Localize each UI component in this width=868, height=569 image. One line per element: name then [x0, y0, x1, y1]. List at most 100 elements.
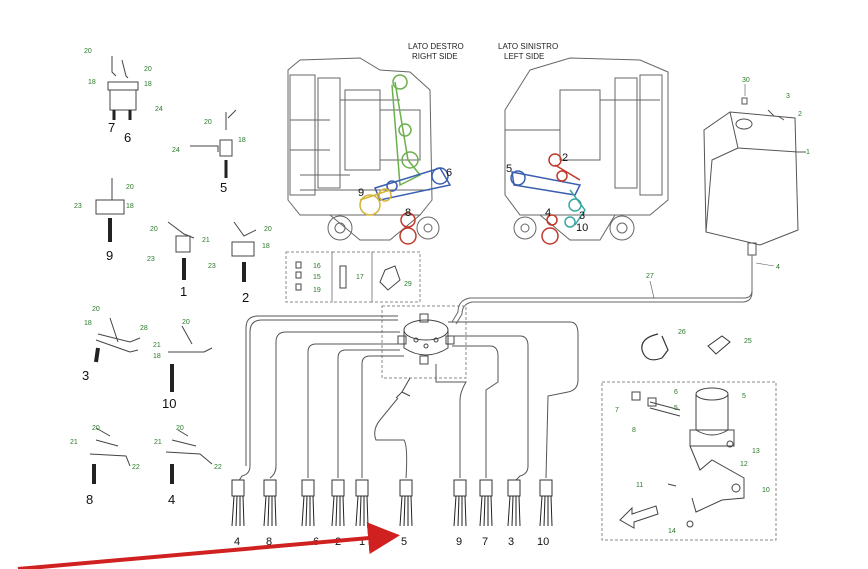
belt-yellow-right: [359, 188, 392, 216]
belt-teal-left: [564, 189, 586, 228]
outlet-label-4: 4: [234, 536, 240, 548]
distributor-dashed-box: [381, 305, 467, 379]
small-parts-box-b: [331, 251, 373, 303]
callout-20-h: 20: [182, 319, 190, 326]
callout-24-a: 24: [155, 106, 163, 113]
outlet-label-3: 3: [508, 536, 514, 548]
callout-2-tank: 2: [798, 111, 802, 118]
callout-22-b: 22: [214, 464, 222, 471]
callout-21-a: 21: [202, 237, 210, 244]
brush-1: [355, 479, 369, 527]
callout-23-c: 23: [208, 263, 216, 270]
outlet-label-10: 10: [537, 536, 549, 548]
group-1: 1: [180, 284, 187, 299]
outlet-brushes: [231, 479, 553, 527]
group-3: 3: [82, 368, 89, 383]
belt-red-left: [541, 153, 581, 245]
brush-2: [331, 479, 345, 527]
callout-18-f: 18: [84, 320, 92, 327]
callout-18-c: 18: [238, 137, 246, 144]
highlight-arrow: [17, 522, 400, 569]
group-5: 5: [220, 180, 227, 195]
brush-3: [507, 479, 521, 527]
pump-assembly: [631, 387, 745, 528]
callout-1-tank: 1: [806, 149, 810, 156]
outlet-label-5: 5: [401, 536, 407, 548]
right-side-label-it: LATO DESTRO: [408, 42, 464, 51]
callout-18-b: 18: [144, 81, 152, 88]
right-point-6: 6: [446, 167, 452, 179]
small-fittings: [295, 261, 401, 291]
left-point-4: 4: [545, 207, 551, 219]
group-10: 10: [162, 396, 176, 411]
group-4: 4: [168, 492, 175, 507]
distribution-hoses: [237, 315, 579, 483]
callout-21-b: 21: [153, 342, 161, 349]
brush-6: [301, 479, 315, 527]
group-7: 7: [108, 120, 115, 135]
callout-20-g: 20: [92, 306, 100, 313]
callout-20-a: 20: [84, 48, 92, 55]
callout-5-pump-b: 5: [674, 405, 678, 412]
callout-21-d: 21: [154, 439, 162, 446]
callout-10-pump: 10: [762, 487, 770, 494]
left-point-3: 3: [579, 210, 585, 222]
supply-hose: [451, 255, 753, 323]
callout-15: 15: [313, 274, 321, 281]
callout-23-b: 23: [147, 256, 155, 263]
direction-arrow: [619, 505, 659, 529]
left-assemblies: [89, 56, 257, 484]
callout-18-e: 18: [262, 243, 270, 250]
left-point-2: 2: [562, 152, 568, 164]
callout-20-d: 20: [126, 184, 134, 191]
right-side-label-en: RIGHT SIDE: [412, 52, 458, 61]
hose-clamp-26: [641, 333, 669, 361]
callout-17: 17: [356, 274, 364, 281]
outlet-label-7: 7: [482, 536, 488, 548]
callout-27: 27: [646, 273, 654, 280]
callout-20-f: 20: [264, 226, 272, 233]
left-side-label-it: LATO SINISTRO: [498, 42, 558, 51]
callout-13: 13: [752, 448, 760, 455]
callout-3-tank: 3: [786, 93, 790, 100]
callout-5-pump-a: 5: [742, 393, 746, 400]
callout-14: 14: [668, 528, 676, 535]
callout-20-c: 20: [204, 119, 212, 126]
callout-24-b: 24: [172, 147, 180, 154]
belt-green-right: [391, 74, 422, 187]
callout-20-i: 20: [92, 425, 100, 432]
callout-8-pump: 8: [632, 427, 636, 434]
callout-20-b: 20: [144, 66, 152, 73]
callout-30: 30: [742, 77, 750, 84]
callout-12: 12: [740, 461, 748, 468]
outlet-label-1: 1: [359, 536, 365, 548]
callout-18-a: 18: [88, 79, 96, 86]
callout-23-a: 23: [74, 203, 82, 210]
right-point-8: 8: [405, 207, 411, 219]
distributor-block: [395, 313, 455, 399]
callout-20-j: 20: [176, 425, 184, 432]
grease-tank: [703, 97, 799, 256]
callout-16: 16: [313, 263, 321, 270]
outlet-label-9: 9: [456, 536, 462, 548]
group-2: 2: [242, 290, 249, 305]
callout-26: 26: [678, 329, 686, 336]
callout-7-pump: 7: [615, 407, 619, 414]
brush-10: [539, 479, 553, 527]
callout-20-e: 20: [150, 226, 158, 233]
callout-6-pump: 6: [674, 389, 678, 396]
brush-4: [231, 479, 245, 527]
callout-18-d: 18: [126, 203, 134, 210]
group-8: 8: [86, 492, 93, 507]
belt-blue-left: [510, 170, 582, 196]
right-point-9: 9: [358, 187, 364, 199]
brush-5: [399, 479, 413, 527]
small-parts-box-c: [371, 251, 421, 303]
left-point-10: 10: [576, 222, 588, 234]
group-6: 6: [124, 130, 131, 145]
brush-9: [453, 479, 467, 527]
callout-22-a: 22: [132, 464, 140, 471]
callout-28: 28: [140, 325, 148, 332]
